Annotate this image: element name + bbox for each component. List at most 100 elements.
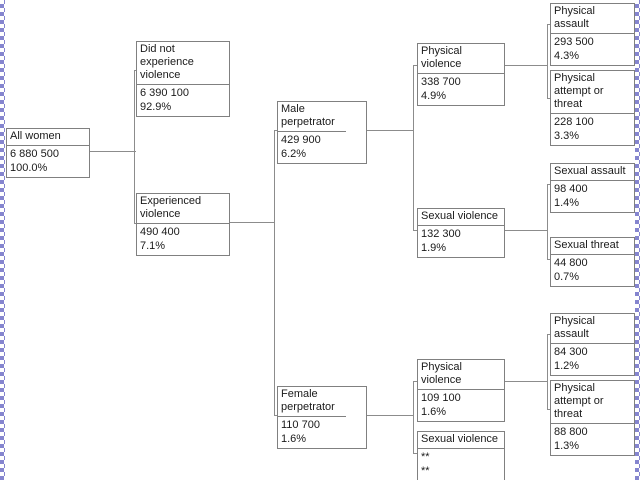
connector-line	[505, 381, 548, 382]
node-value: 98 400	[554, 183, 588, 195]
node-value: 338 700	[421, 76, 461, 88]
connector-line	[413, 381, 414, 454]
node-sexual-violence-female: Sexual violence ** **	[417, 431, 505, 480]
node-sexual-threat-male: Sexual threat 44 800 0.7%	[550, 237, 635, 287]
node-percent: 0.7%	[554, 271, 580, 283]
connector-line	[274, 130, 275, 416]
node-title: Sexual threat	[551, 238, 634, 255]
node-values: 338 700 4.9%	[418, 74, 504, 105]
connector-line	[547, 24, 548, 99]
node-values: 429 900 6.2%	[278, 132, 366, 163]
node-percent: 6.2%	[281, 148, 307, 160]
connector-line	[413, 65, 418, 66]
node-sexual-assault-male: Sexual assault 98 400 1.4%	[550, 163, 635, 213]
connector-line	[367, 415, 414, 416]
connector-line	[134, 223, 137, 224]
connector-line	[367, 130, 414, 131]
node-values: 84 300 1.2%	[551, 344, 634, 375]
node-title: Physical assault	[551, 4, 634, 34]
node-value: 6 880 500	[10, 148, 59, 160]
node-title: Physical attempt or threat	[551, 381, 634, 424]
connector-line	[547, 259, 551, 260]
node-title: Physical violence	[418, 360, 504, 390]
node-percent: 1.4%	[554, 197, 580, 209]
node-values: 109 100 1.6%	[418, 390, 504, 421]
node-percent: 1.6%	[421, 406, 447, 418]
node-percent: 1.2%	[554, 360, 580, 372]
node-values: 228 100 3.3%	[551, 114, 634, 145]
connector-line	[547, 334, 548, 410]
node-title: Physical assault	[551, 314, 634, 344]
connector-line	[505, 65, 548, 66]
node-values: 44 800 0.7%	[551, 255, 634, 286]
node-all-women: All women 6 880 500 100.0%	[6, 128, 90, 178]
node-title: Male perpetrator	[278, 102, 346, 132]
node-percent: 1.3%	[554, 440, 580, 452]
node-title: All women	[7, 129, 89, 146]
node-female-perpetrator: Female perpetrator 110 700 1.6%	[277, 386, 367, 449]
node-values: 490 400 7.1%	[137, 224, 229, 255]
node-sexual-violence-male: Sexual violence 132 300 1.9%	[417, 208, 505, 258]
node-percent: 1.9%	[421, 242, 447, 254]
node-values: 6 880 500 100.0%	[7, 146, 89, 177]
node-physical-attempt-or-threat-male: Physical attempt or threat 228 100 3.3%	[550, 70, 635, 146]
node-values: 98 400 1.4%	[551, 181, 634, 212]
node-title: Did not experience violence	[137, 42, 229, 85]
node-title: Physical attempt or threat	[551, 71, 634, 114]
connector-line	[547, 184, 551, 185]
connector-line	[547, 334, 551, 335]
connector-line	[90, 151, 136, 152]
node-values: 88 800 1.3%	[551, 424, 634, 455]
node-physical-assault-male: Physical assault 293 500 4.3%	[550, 3, 635, 66]
connector-line	[413, 381, 418, 382]
node-value: 132 300	[421, 228, 461, 240]
node-value: 429 900	[281, 134, 321, 146]
node-values: 132 300 1.9%	[418, 226, 504, 257]
node-title: Female perpetrator	[278, 387, 346, 417]
node-value: 293 500	[554, 36, 594, 48]
node-physical-assault-female: Physical assault 84 300 1.2%	[550, 313, 635, 376]
connector-line	[413, 230, 418, 231]
connector-line	[547, 184, 548, 260]
node-percent: 1.6%	[281, 433, 307, 445]
node-physical-violence-male: Physical violence 338 700 4.9%	[417, 43, 505, 106]
connector-line	[413, 453, 418, 454]
node-male-perpetrator: Male perpetrator 429 900 6.2%	[277, 101, 367, 164]
node-title: Experienced violence	[137, 194, 229, 224]
node-value: 88 800	[554, 426, 588, 438]
connector-line	[134, 70, 137, 71]
node-value: 228 100	[554, 116, 594, 128]
node-percent: 4.9%	[421, 90, 447, 102]
node-physical-violence-female: Physical violence 109 100 1.6%	[417, 359, 505, 422]
node-title: Physical violence	[418, 44, 504, 74]
node-value: 110 700	[281, 419, 320, 431]
node-percent: 3.3%	[554, 130, 580, 142]
node-title: Sexual assault	[551, 164, 634, 181]
node-value: 6 390 100	[140, 87, 189, 99]
connector-line	[134, 70, 135, 224]
selection-marquee-right	[635, 0, 640, 480]
node-percent: 7.1%	[140, 240, 166, 252]
selection-marquee-left	[0, 0, 5, 480]
connector-line	[230, 222, 275, 223]
node-title: Sexual violence	[418, 432, 504, 449]
connector-line	[547, 98, 551, 99]
node-values: 293 500 4.3%	[551, 34, 634, 65]
connector-line	[413, 65, 414, 231]
connector-line	[547, 409, 551, 410]
connector-line	[505, 230, 548, 231]
node-values: ** **	[418, 449, 504, 480]
node-value: **	[421, 451, 430, 463]
node-values: 6 390 100 92.9%	[137, 85, 229, 116]
node-value: 490 400	[140, 226, 180, 238]
node-value: 109 100	[421, 392, 461, 404]
connector-line	[274, 130, 278, 131]
connector-line	[274, 415, 278, 416]
node-value: 84 300	[554, 346, 588, 358]
node-did-not-experience-violence: Did not experience violence 6 390 100 92…	[136, 41, 230, 117]
node-title: Sexual violence	[418, 209, 504, 226]
node-experienced-violence: Experienced violence 490 400 7.1%	[136, 193, 230, 256]
node-percent: 4.3%	[554, 50, 580, 62]
node-physical-attempt-or-threat-female: Physical attempt or threat 88 800 1.3%	[550, 380, 635, 456]
